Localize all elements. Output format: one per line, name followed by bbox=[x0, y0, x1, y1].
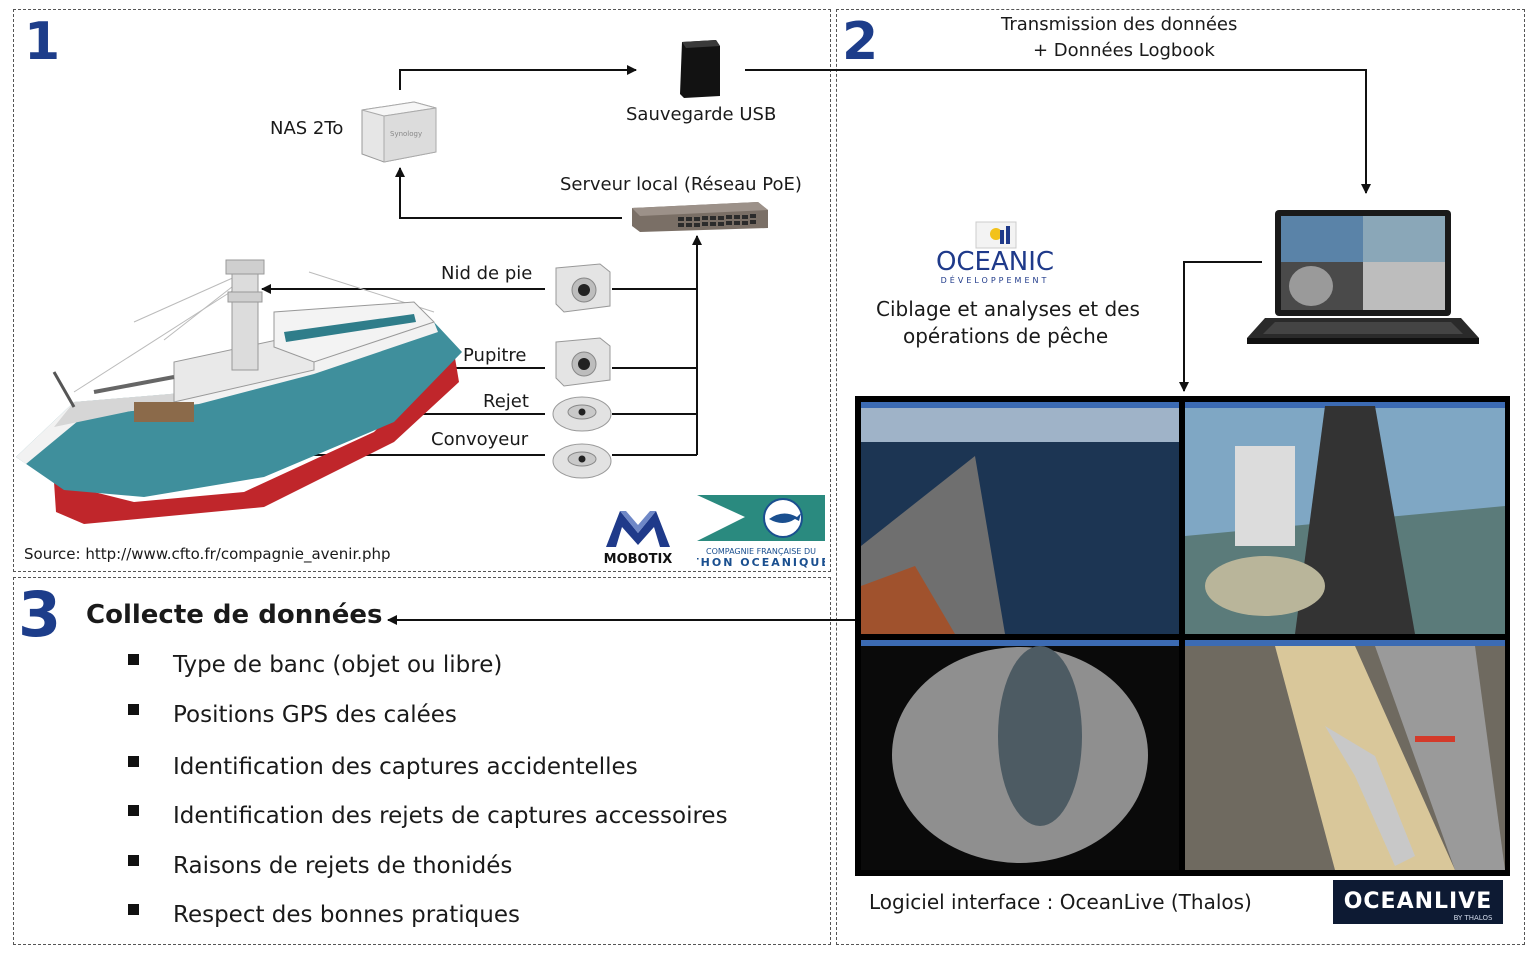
collecte-item: Type de banc (objet ou libre) bbox=[128, 652, 502, 678]
oceanic-logo-name: OCEANIC bbox=[936, 247, 1054, 277]
bullet-icon bbox=[128, 703, 139, 715]
camera-label-nid-de-pie: Nid de pie bbox=[441, 263, 533, 284]
ship-image bbox=[14, 252, 476, 530]
source-text: Source: http://www.cfto.fr/compagnie_ave… bbox=[24, 545, 391, 563]
panel-3-number: 3 bbox=[18, 578, 62, 651]
nas-image: Synology bbox=[358, 96, 440, 164]
collecte-item: Positions GPS des calées bbox=[128, 702, 457, 728]
bullet-icon bbox=[128, 755, 139, 767]
oceanic-caption-line-2: opérations de pêche bbox=[903, 324, 1109, 348]
panel-1 bbox=[13, 9, 831, 572]
bullet-icon bbox=[128, 653, 139, 665]
usb-drive-image bbox=[676, 38, 724, 100]
oceanlive-logo-sub: BY THALOS bbox=[1454, 914, 1493, 922]
collecte-title: Collecte de données bbox=[86, 600, 383, 630]
collecte-item: Raisons de rejets de thonidés bbox=[128, 853, 512, 879]
oceanlive-logo-name: OCEANLIVE bbox=[1344, 889, 1493, 914]
panel-2-number: 2 bbox=[842, 12, 879, 72]
software-label: Logiciel interface : OceanLive (Thalos) bbox=[869, 890, 1252, 914]
transmission-line-1: Transmission des données bbox=[1001, 14, 1238, 35]
synology-text: Synology bbox=[390, 130, 422, 138]
bullet-icon bbox=[128, 804, 139, 816]
collecte-item-text: Raisons de rejets de thonidés bbox=[173, 853, 513, 879]
camera-label-pupitre: Pupitre bbox=[463, 345, 527, 366]
laptop-image bbox=[1245, 208, 1481, 348]
camera-rejet-image bbox=[550, 394, 614, 434]
collecte-item-text: Positions GPS des calées bbox=[173, 702, 457, 728]
collecte-item-text: Respect des bonnes pratiques bbox=[173, 902, 520, 928]
collecte-item: Respect des bonnes pratiques bbox=[128, 902, 520, 928]
oceanic-logo-sub: DÉVELOPPEMENT bbox=[941, 274, 1050, 285]
oceanic-caption-line-1: Ciblage et analyses et des bbox=[876, 297, 1140, 321]
camera-nid-de-pie-image bbox=[552, 262, 614, 314]
oceanic-logo: OCEANIC DÉVELOPPEMENT bbox=[914, 220, 1076, 286]
panel-3 bbox=[13, 577, 831, 945]
collecte-item: Identification des captures accidentelle… bbox=[128, 754, 638, 780]
cfto-logo: COMPAGNIE FRANÇAISE DU THON OCEANIQUE bbox=[697, 495, 825, 570]
camera-label-rejet: Rejet bbox=[483, 391, 529, 412]
collecte-item-text: Identification des rejets de captures ac… bbox=[173, 803, 728, 829]
mobotix-logo: MOBOTIX bbox=[598, 505, 678, 567]
transmission-line-2: + Données Logbook bbox=[1033, 40, 1215, 61]
usb-label: Sauvegarde USB bbox=[626, 104, 777, 125]
nas-label: NAS 2To bbox=[270, 118, 344, 139]
collecte-item: Identification des rejets de captures ac… bbox=[128, 803, 728, 829]
cfto-logo-line1: COMPAGNIE FRANÇAISE DU bbox=[706, 547, 816, 556]
oceanlive-logo: OCEANLIVE BY THALOS bbox=[1333, 880, 1503, 924]
bullet-icon bbox=[128, 854, 139, 866]
switch-image bbox=[630, 198, 770, 234]
camera-convoyeur-image bbox=[550, 441, 614, 481]
collecte-item-text: Type de banc (objet ou libre) bbox=[173, 652, 503, 678]
camera-label-convoyeur: Convoyeur bbox=[431, 429, 529, 450]
server-label: Serveur local (Réseau PoE) bbox=[560, 174, 802, 195]
mobotix-logo-text: MOBOTIX bbox=[604, 552, 673, 567]
panel-1-number: 1 bbox=[24, 12, 61, 72]
collecte-item-text: Identification des captures accidentelle… bbox=[173, 754, 638, 780]
cfto-logo-line2: THON OCEANIQUE bbox=[697, 556, 825, 569]
camera-pupitre-image bbox=[552, 336, 614, 388]
bullet-icon bbox=[128, 903, 139, 915]
oceanlive-monitor bbox=[855, 396, 1510, 876]
